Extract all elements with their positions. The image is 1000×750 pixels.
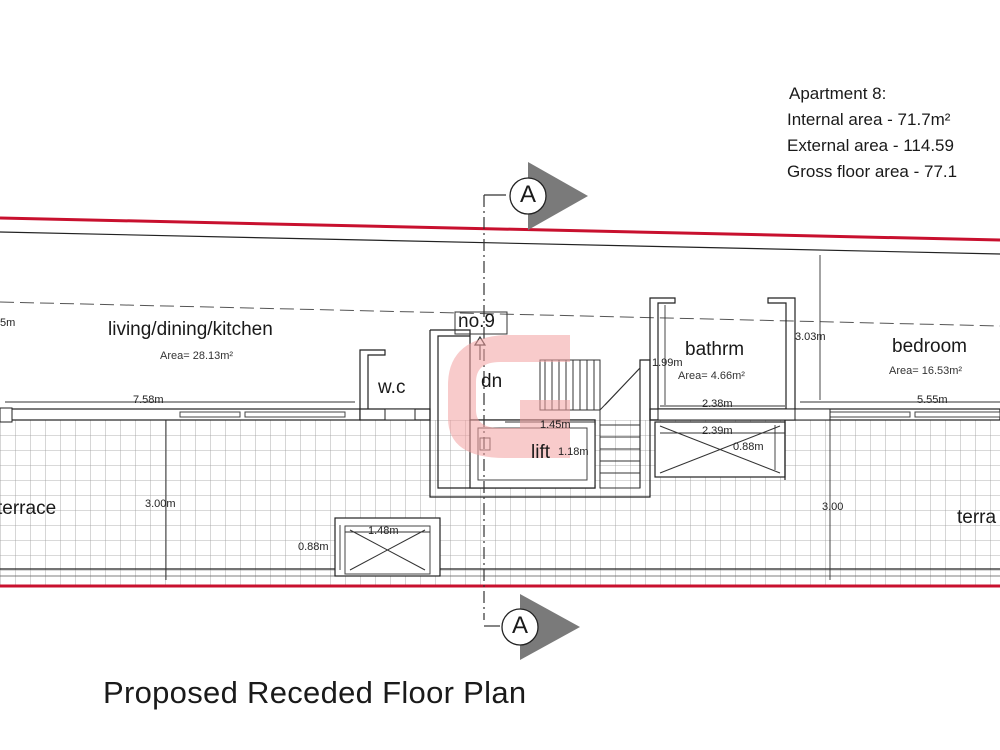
dim-living-width: 7.58m bbox=[133, 394, 164, 406]
dim-bedroom-width: 5.55m bbox=[917, 394, 948, 406]
room-label-bedroom: bedroom bbox=[892, 336, 967, 357]
section-line-a bbox=[483, 194, 506, 627]
dim-void-width: 2.39m bbox=[702, 425, 733, 437]
external-area: External area - 114.59 bbox=[787, 136, 954, 155]
room-area-bathroom: Area= 4.66m² bbox=[678, 370, 745, 382]
dim-terrace-depth-left: 3.00m bbox=[145, 498, 176, 510]
dim-small-void-depth: 0.88m bbox=[298, 541, 329, 553]
section-arrow-top bbox=[528, 162, 588, 230]
stair-number: no.9 bbox=[458, 311, 495, 332]
section-circle-bottom bbox=[501, 608, 539, 646]
drawing-caption: Proposed Receded Floor Plan bbox=[103, 675, 527, 710]
dim-lift-depth: 1.18m bbox=[558, 446, 589, 458]
dim-lift-width: 1.45m bbox=[540, 419, 571, 431]
room-label-living: living/dining/kitchen bbox=[108, 319, 273, 340]
gross-floor-area: Gross floor area - 77.1 bbox=[787, 162, 958, 181]
section-circle-top bbox=[509, 177, 547, 215]
dim-bath-depth: 1.99m bbox=[652, 357, 683, 369]
room-label-wc: w.c bbox=[378, 377, 406, 398]
room-label-bathroom: bathrm bbox=[685, 339, 745, 360]
dim-bath-width: 2.38m bbox=[702, 398, 733, 410]
room-label-terrace-right: terra bbox=[957, 507, 997, 528]
room-label-lift: lift bbox=[531, 442, 550, 463]
room-label-terrace-left: terrace bbox=[0, 498, 57, 519]
dim-small-void-width: 1.48m bbox=[368, 525, 399, 537]
dim-void-depth: 0.88m bbox=[733, 441, 764, 453]
section-arrow-bottom bbox=[520, 594, 580, 660]
internal-area: Internal area - 71.7m² bbox=[787, 110, 951, 129]
dim-bedroom-depth: 3.03m bbox=[795, 331, 826, 343]
watermark-logo bbox=[448, 335, 570, 458]
room-area-living: Area= 28.13m² bbox=[160, 350, 234, 362]
room-area-bedroom: Area= 16.53m² bbox=[889, 365, 963, 377]
apartment-title: Apartment 8: bbox=[789, 84, 887, 103]
dim-terrace-depth-right: 3.00 bbox=[822, 501, 844, 513]
boundary-top bbox=[0, 216, 1000, 242]
dim-living-depth: 5m bbox=[0, 317, 16, 329]
setback-line bbox=[0, 301, 1000, 327]
bathroom-walls bbox=[649, 297, 796, 421]
stair-number-box bbox=[454, 311, 508, 335]
section-marker-bottom: A bbox=[511, 612, 528, 639]
section-marker-top: A bbox=[519, 181, 536, 208]
stair-label: dn bbox=[481, 371, 503, 392]
